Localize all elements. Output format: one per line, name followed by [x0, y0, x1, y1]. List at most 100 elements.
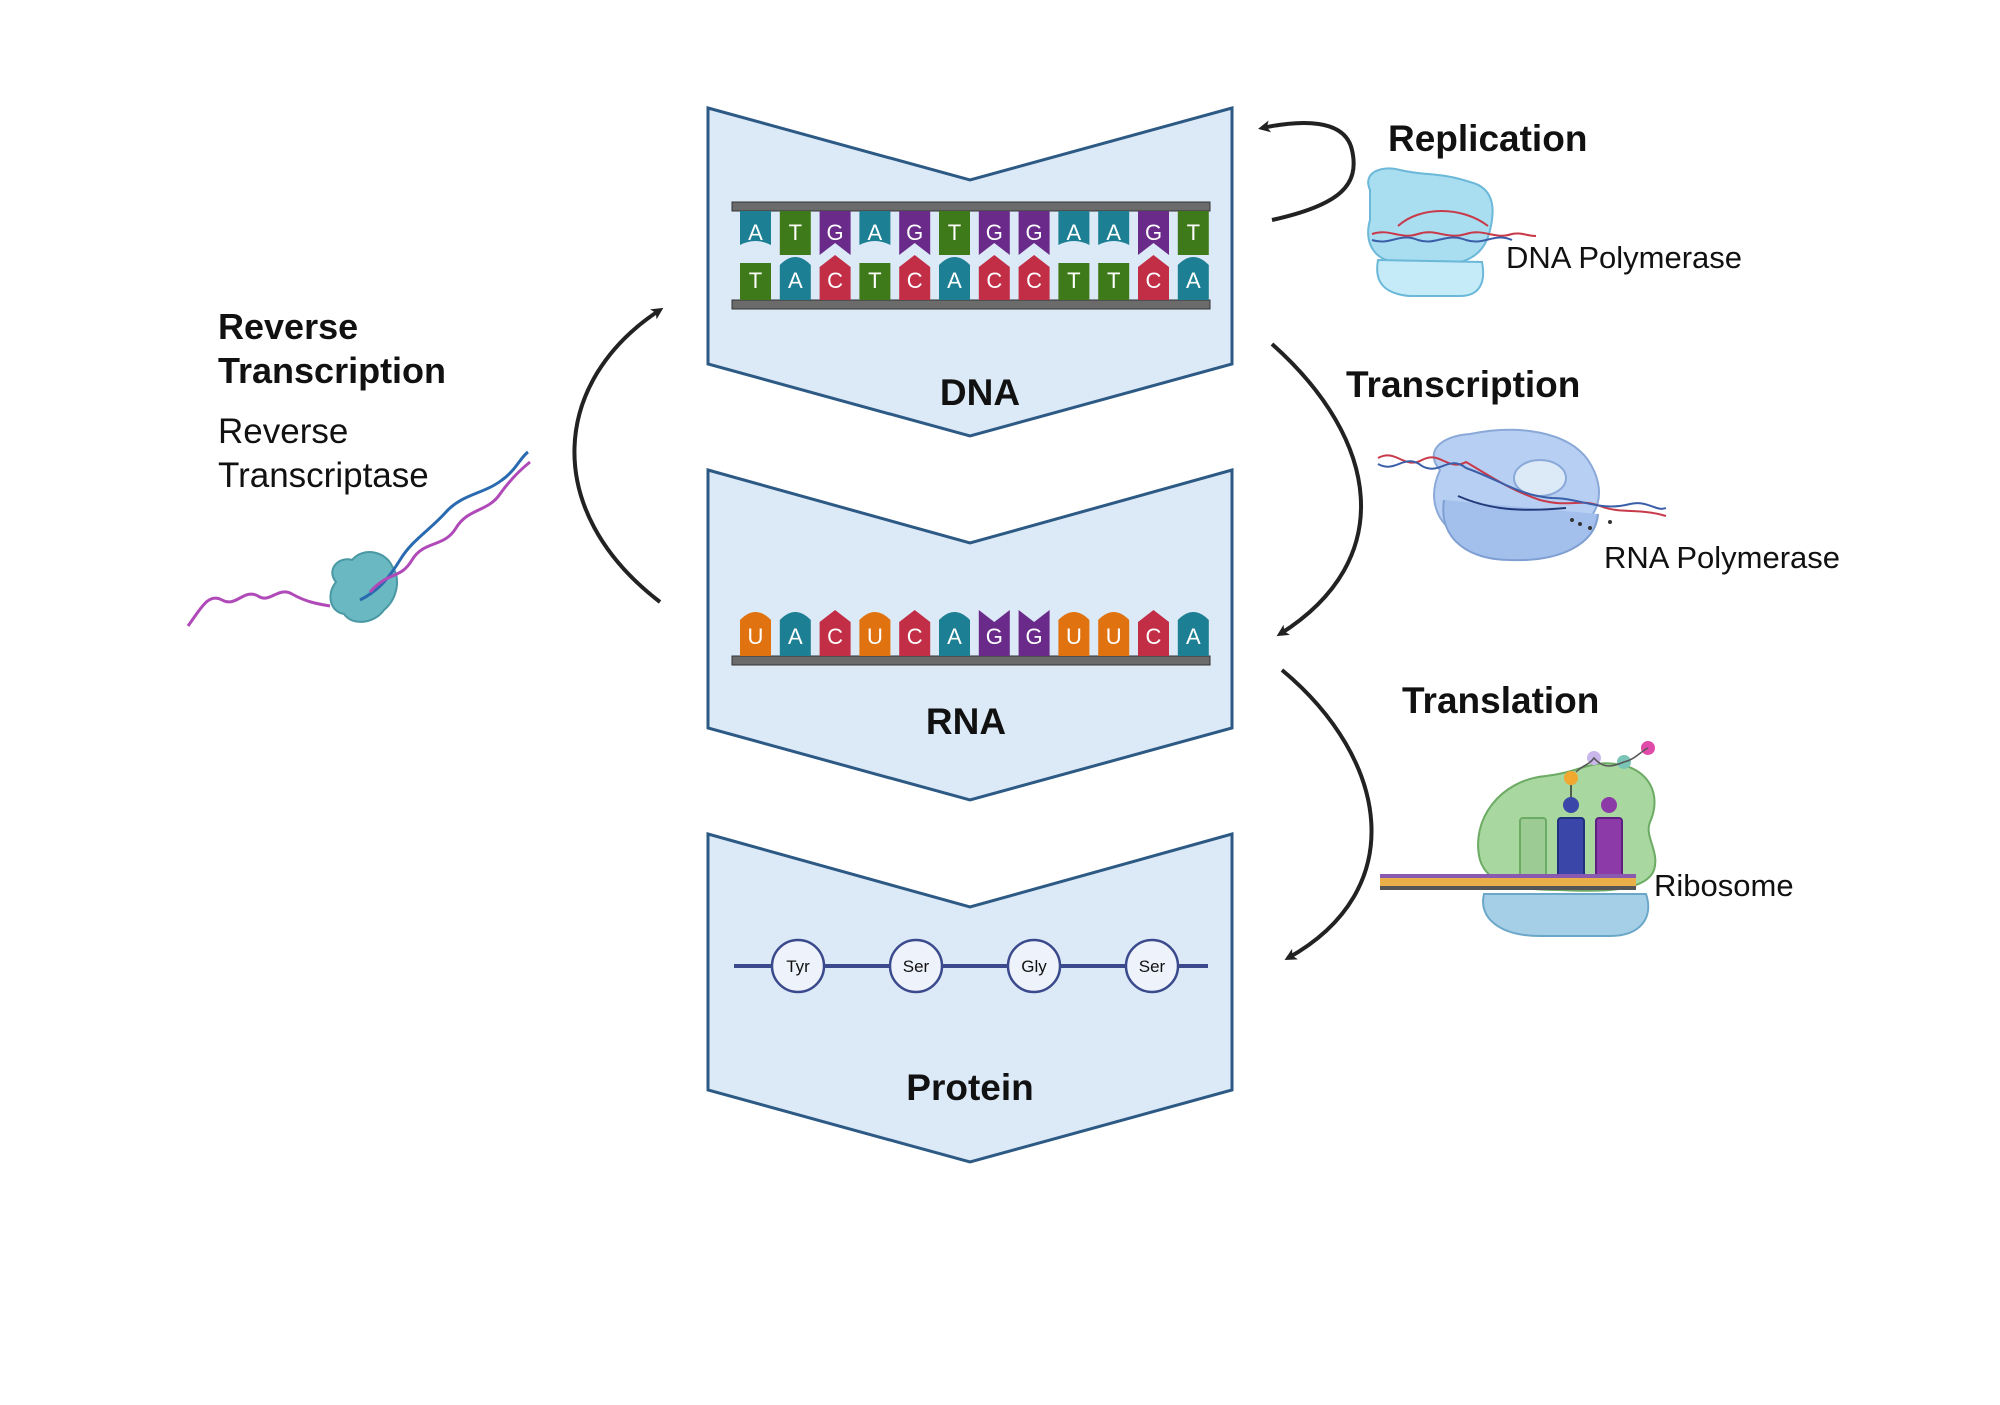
dna-top-base-6	[939, 211, 970, 255]
rna-base-label-5: C	[907, 624, 923, 649]
transcription-title: Transcription	[1346, 364, 1581, 405]
dna-title: DNA	[940, 372, 1020, 413]
amino-acid-label-4: Ser	[1139, 957, 1166, 976]
dna-polymerase-label: DNA Polymerase	[1506, 240, 1743, 275]
rna-base-label-3: C	[827, 624, 843, 649]
rna-base-label-2: A	[788, 624, 803, 649]
rna-base-1	[740, 612, 771, 656]
dna-top-base-label-2: T	[789, 220, 802, 245]
dna-top-base-7	[978, 211, 1010, 255]
rna-base-label-1: U	[748, 624, 764, 649]
dna-top-base-label-10: A	[1106, 220, 1121, 245]
reverse-transcription-title-line2: Transcription	[218, 350, 447, 391]
amino-acid-3	[1006, 938, 1062, 994]
dna-top-base-label-7: G	[986, 220, 1003, 245]
dna-top-base-1	[740, 211, 771, 245]
dna-top-base-label-3: G	[827, 220, 844, 245]
dna-top-base-label-8: G	[1026, 220, 1043, 245]
dna-bottom-base-label-9: T	[1067, 268, 1080, 293]
dna-bottom-base-label-5: C	[907, 268, 923, 293]
rna-base-label-9: U	[1066, 624, 1082, 649]
dna-bottom-base-label-8: C	[1026, 268, 1042, 293]
rna-base-label-10: U	[1106, 624, 1122, 649]
rna-base-label-6: A	[947, 624, 962, 649]
dna-bottom-base-4	[859, 263, 891, 300]
ribosome-icon	[1380, 741, 1657, 937]
dna-top-base-label-1: A	[748, 220, 763, 245]
rna-polymerase-icon	[1377, 428, 1667, 562]
dna-bottom-base-1	[740, 263, 771, 300]
reverse-transcriptase-label-line1: Reverse	[218, 412, 349, 451]
dna-bottom-base-11	[1138, 255, 1169, 300]
transcription-arrow	[1270, 342, 1364, 637]
rna-base-label-12: A	[1186, 624, 1201, 649]
dna-top-base-5	[899, 211, 931, 255]
protein-panel: Tyr Ser Gly Ser Protein	[706, 832, 1234, 1164]
reverse-transcriptase-icon	[186, 450, 531, 627]
rna-base-3	[819, 610, 851, 656]
rna-base-8	[1018, 610, 1050, 656]
ribosome-label: Ribosome	[1654, 868, 1794, 903]
dna-bottom-base-label-1: T	[749, 268, 762, 293]
translation-title: Translation	[1402, 680, 1600, 721]
dna-bottom-base-5	[899, 255, 931, 300]
reverse-transcription-title-line1: Reverse	[218, 306, 359, 347]
rna-base-9	[1058, 612, 1090, 656]
dna-top-base-10	[1098, 211, 1130, 245]
dna-bottom-base-8	[1018, 255, 1050, 300]
dna-bottom-base-10	[1098, 263, 1130, 300]
dna-top-base-3	[819, 211, 851, 255]
dna-backbone-bottom	[731, 299, 1211, 310]
dna-backbone-top	[731, 201, 1211, 212]
dna-top-base-2	[779, 211, 811, 255]
rna-base-2	[779, 612, 811, 656]
rna-base-label-4: U	[867, 624, 883, 649]
dna-top-base-label-6: T	[948, 220, 961, 245]
dna-polymerase-icon	[1367, 167, 1537, 297]
dna-bottom-base-label-3: C	[827, 268, 843, 293]
dna-top-base-label-4: A	[868, 220, 883, 245]
dna-bottom-base-2	[779, 257, 811, 300]
dna-bottom-base-label-4: T	[868, 268, 881, 293]
replication-title: Replication	[1388, 118, 1588, 159]
dna-bottom-base-label-12: A	[1186, 268, 1201, 293]
dna-top-base-11	[1138, 211, 1169, 255]
rna-base-10	[1098, 612, 1130, 656]
protein-title: Protein	[906, 1067, 1033, 1108]
rna-base-label-7: G	[986, 624, 1003, 649]
dna-top-base-9	[1058, 211, 1090, 245]
reverse-transcriptase-label-line2: Transcriptase	[218, 456, 429, 495]
rna-backbone	[731, 655, 1211, 666]
amino-acid-label-3: Gly	[1021, 957, 1047, 976]
rna-base-11	[1138, 610, 1169, 656]
amino-acid-2	[888, 938, 944, 994]
rna-base-label-11: C	[1146, 624, 1162, 649]
rna-base-4	[859, 612, 891, 656]
amino-acid-label-1: Tyr	[786, 957, 810, 976]
dna-bottom-base-label-10: T	[1107, 268, 1120, 293]
dna-top-base-12	[1177, 211, 1209, 255]
amino-acid-label-2: Ser	[903, 957, 930, 976]
dna-bottom-base-6	[939, 257, 970, 300]
dna-bottom-base-7	[978, 255, 1010, 300]
dna-bottom-base-12	[1177, 257, 1209, 300]
rna-base-12	[1177, 612, 1209, 656]
dna-bottom-base-label-2: A	[788, 268, 803, 293]
translation-arrow	[1280, 668, 1374, 960]
dna-bottom-base-3	[819, 255, 851, 300]
rna-base-5	[899, 610, 931, 656]
dna-top-base-label-12: T	[1187, 220, 1200, 245]
rna-base-7	[978, 610, 1010, 656]
replication-arrow	[1258, 120, 1356, 222]
amino-acid-1	[770, 938, 826, 994]
rna-title: RNA	[926, 701, 1006, 742]
dna-top-base-label-5: G	[906, 220, 923, 245]
reverse-transcription-arrow	[572, 307, 664, 604]
